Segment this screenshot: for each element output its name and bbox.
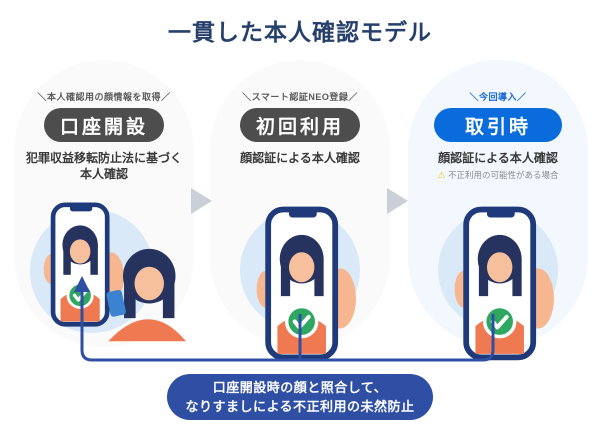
- footer-line1: 口座開設時の顔と照合して、: [212, 379, 388, 395]
- stage2-description: 顔認証による本人確認: [240, 151, 360, 165]
- footer-line2: なりすましによる不正利用の未然防止: [185, 399, 415, 414]
- stage3-pill-label: 取引時: [434, 108, 562, 142]
- stage3-warning-text: 不正利用の可能性がある場合: [447, 169, 559, 180]
- warning-triangle-icon: ⚠: [437, 169, 446, 180]
- smartphone-face-check-icon: [256, 206, 356, 361]
- stage2-tagline: ＼スマート認証NEO登録／: [242, 92, 358, 102]
- flow-arrow-right-icon: [387, 188, 408, 214]
- stage1-description: 犯罪収益移転防止法に基づく 本人確認: [25, 151, 182, 181]
- woman-holding-phone-icon: [106, 248, 186, 342]
- stage3-warning: ⚠ 不正利用の可能性がある場合: [408, 169, 588, 181]
- stage-transaction: ＼今回導入／ 取引時 顔認証による本人確認 ⚠ 不正利用の可能性がある場合: [408, 60, 588, 361]
- flow-arrow-right-icon: [191, 188, 212, 214]
- smartphone-face-check-icon: [454, 206, 554, 361]
- stage-account-opening: ＼本人確認用の顔情報を取得／ 口座開設 犯罪収益移転防止法に基づく 本人確認: [14, 60, 194, 347]
- stage3-description: 顔認証による本人確認: [438, 151, 558, 165]
- stage3-tagline: ＼今回導入／: [469, 92, 527, 102]
- page-title: 一貫した本人確認モデル: [168, 19, 432, 45]
- stage2-pill-label: 初回利用: [240, 108, 360, 142]
- stage-first-use: ＼スマート認証NEO登録／ 初回利用 顔認証による本人確認: [210, 60, 390, 361]
- stage1-tagline: ＼本人確認用の顔情報を取得／: [37, 92, 171, 102]
- footer-summary-pill: 口座開設時の顔と照合して、 なりすましによる不正利用の未然防止: [167, 374, 433, 420]
- stage1-pill-label: 口座開設: [44, 108, 164, 142]
